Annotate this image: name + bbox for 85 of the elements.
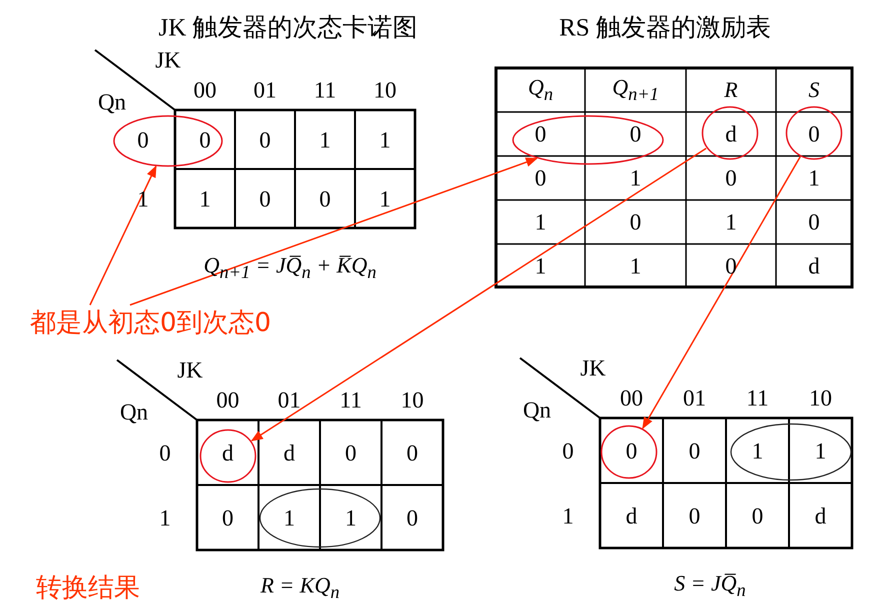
formula: R = KQ$_{n}$ [260, 574, 340, 602]
axis-label: Qn [522, 398, 552, 422]
axis-label: Qn [120, 400, 148, 424]
map-value: 1 [752, 439, 764, 462]
axis-label: JK [155, 48, 181, 72]
map-value: 0 [752, 504, 764, 527]
axis-label: Qn [98, 90, 126, 114]
map-value: d [284, 441, 295, 464]
map-value: 1 [345, 506, 356, 529]
table-value: 0 [630, 122, 642, 146]
map-value: d [814, 504, 826, 527]
column-code: 11 [314, 78, 336, 102]
map-value: 0 [406, 506, 418, 529]
table-value: d [725, 122, 737, 146]
map-value: d [626, 504, 638, 527]
table-value: 0 [725, 254, 737, 277]
row-code: 1 [562, 504, 574, 527]
column-code: 10 [400, 388, 424, 412]
column-code: 00 [194, 78, 216, 102]
column-heading: S [808, 79, 820, 101]
column-code: 10 [809, 386, 832, 410]
map-value: 0 [319, 187, 331, 210]
column-code: 01 [254, 78, 276, 102]
table-value: 0 [534, 166, 546, 190]
table-value: 1 [630, 254, 642, 277]
table-value: 1 [725, 210, 737, 234]
map-value: 1 [379, 187, 391, 210]
formula: S = JQ̅$_{n}$ [674, 572, 746, 600]
highlight-circle [701, 106, 759, 160]
highlight-circle [199, 429, 257, 483]
table-value: 1 [808, 166, 820, 190]
map-value: 1 [284, 506, 295, 529]
map-value: 0 [199, 128, 211, 151]
highlight-circle [785, 106, 843, 160]
heading: RS 触发器的激励表 [559, 16, 771, 40]
column-code: 01 [278, 388, 301, 412]
highlight-ellipse [512, 115, 664, 165]
column-heading: R [724, 79, 738, 101]
row-code: 0 [562, 439, 574, 462]
arrow [642, 156, 801, 430]
note-text: 都是从初态0到次态0 [30, 306, 272, 340]
map-value: 0 [259, 187, 271, 210]
result-caption: 转换结果 [36, 575, 140, 601]
arrow [130, 158, 538, 306]
map-value: 0 [345, 441, 356, 464]
axis-label: JK [580, 356, 606, 380]
map-value: 1 [379, 128, 391, 151]
table-value: 0 [808, 210, 820, 234]
row-code: 1 [137, 187, 149, 210]
column-heading: Q$_{n}$ [528, 76, 554, 104]
arrow [250, 148, 707, 442]
highlight-ellipse [113, 115, 223, 167]
map-value: 1 [199, 187, 211, 210]
column-heading: Q$_{n+1}$ [612, 76, 659, 104]
arrow [89, 165, 157, 306]
heading: JK 触发器的次态卡诺图 [158, 16, 418, 40]
table-value: 1 [534, 254, 546, 277]
formula: Q$_{n+1}$ = JQ̅$_{n}$ + K̅Q$_{n}$ [204, 254, 376, 282]
column-code: 01 [683, 386, 706, 410]
table-value: 1 [630, 166, 642, 190]
table-value: d [808, 254, 820, 277]
map-value: 1 [319, 128, 331, 151]
row-code: 0 [159, 441, 171, 464]
map-value: 0 [406, 441, 418, 464]
map-value: 0 [626, 439, 638, 462]
column-code: 11 [746, 386, 769, 410]
map-value: 0 [688, 504, 700, 527]
map-value: 0 [222, 506, 234, 529]
table-value: 0 [808, 122, 820, 146]
row-code: 1 [159, 506, 171, 529]
column-code: 00 [620, 386, 643, 410]
map-value: 1 [814, 439, 826, 462]
table-value: 0 [630, 210, 642, 234]
map-value: 0 [259, 128, 271, 151]
table-value: 1 [534, 210, 546, 234]
table-value: 0 [725, 166, 737, 190]
map-value: d [222, 441, 234, 464]
axis-label: JK [177, 358, 203, 382]
table-value: 0 [534, 122, 546, 146]
highlight-circle [600, 425, 658, 479]
column-code: 11 [340, 388, 362, 412]
map-value: 0 [688, 439, 700, 462]
column-code: 00 [216, 388, 240, 412]
column-code: 10 [374, 78, 396, 102]
row-code: 0 [137, 128, 149, 151]
